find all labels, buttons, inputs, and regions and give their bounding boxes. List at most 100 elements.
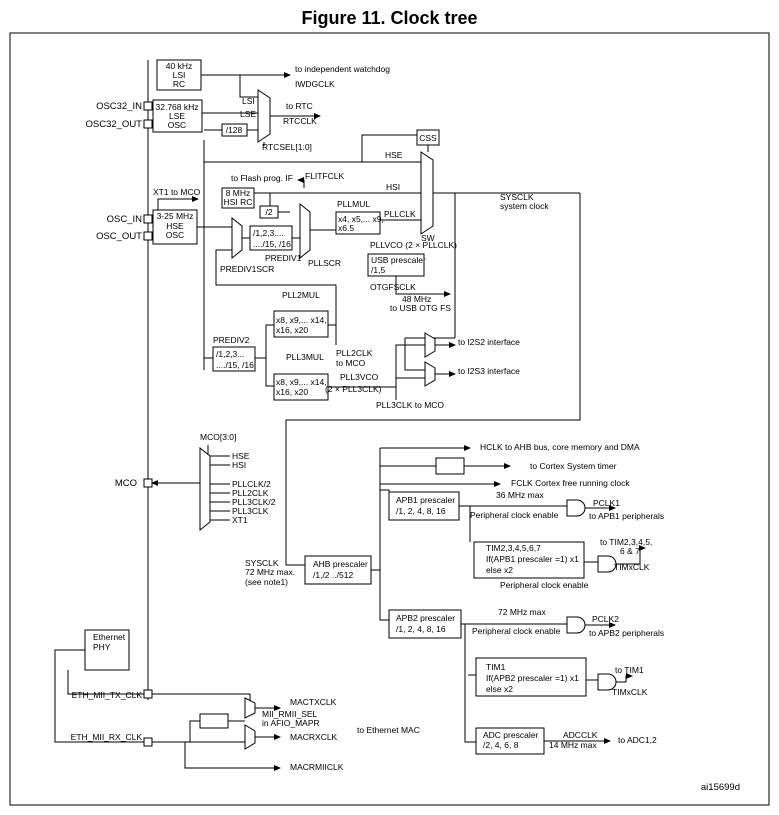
eth-mii-rx-pin xyxy=(143,737,153,747)
label-apb1_box-l1: APB1 prescaler xyxy=(396,495,455,505)
label-pll_box-l1: x4, x5,... x9, xyxy=(338,214,384,224)
wire xyxy=(215,249,336,286)
label-hse-l2: HSE xyxy=(166,221,184,231)
label-hse-l3: OSC xyxy=(166,230,184,240)
label-pins-osc32_in: OSC32_IN xyxy=(96,101,142,112)
label-labels-to_apb2: to APB2 peripherals xyxy=(589,628,664,638)
wire xyxy=(379,570,391,621)
label-eth_phy-l2: PHY xyxy=(93,642,111,652)
apb1-prescaler-box xyxy=(388,491,460,521)
wire xyxy=(297,177,305,188)
label-labels-flitfclk: FLITFCLK xyxy=(305,171,345,181)
pll2mul-box xyxy=(273,310,329,338)
wire xyxy=(265,358,274,387)
label-labels-mco_sel: MCO[3:0] xyxy=(200,432,236,442)
rtc-mux xyxy=(257,89,271,143)
i2s3-mux xyxy=(424,361,436,387)
label-labels-pll2clk: PLL2CLK xyxy=(336,348,373,358)
label-labels-to_apb1: to APB1 peripherals xyxy=(589,511,664,521)
ahb-prescaler-box xyxy=(304,555,372,585)
label-adc_box-l2: /2, 4, 6, 8 xyxy=(483,740,519,750)
label-labels-pll3clk_mco: PLL3CLK to MCO xyxy=(376,400,444,410)
label-labels-rtcsel: RTCSEL[1:0] xyxy=(262,142,312,152)
label-labels-apb1_max: 36 MHz max xyxy=(496,490,544,500)
div8-box xyxy=(435,457,465,475)
label-labels-usb48: 48 MHz xyxy=(402,294,431,304)
sysclk-to-ahb xyxy=(285,193,581,566)
label-labels-sysclk_l2: 72 MHz max. xyxy=(245,567,295,577)
label-hsi-l1: 8 MHz xyxy=(226,188,251,198)
label-pins-osc_out: OSC_OUT xyxy=(96,231,142,242)
label-labels-usb_otg: to USB OTG FS xyxy=(390,303,451,313)
label-labels-timxclk: TIMxCLK xyxy=(614,562,650,572)
label-labels-pll3vco2: (2 × PLL3CLK) xyxy=(325,384,382,394)
osc-in-pin xyxy=(143,214,153,224)
label-hsi-l2: HSI RC xyxy=(224,197,253,207)
label-labels-prediv1: PREDIV1 xyxy=(265,253,302,263)
label-labels-pclk2: PCLK2 xyxy=(592,614,619,624)
label-labels-periph_en: Peripheral clock enable xyxy=(470,510,559,520)
wire xyxy=(204,134,417,163)
prediv2-box xyxy=(212,346,256,372)
label-apb2_box-l2: /1, 2, 4, 8, 16 xyxy=(396,624,446,634)
prediv1scr-mux xyxy=(231,216,243,260)
label-labels-mii_sel1: MII_RMII_SEL xyxy=(262,709,318,719)
label-div128: /128 xyxy=(226,125,243,135)
mco-input-5: PLL3CLK xyxy=(232,506,269,516)
pll3mul-box xyxy=(273,373,329,401)
mco-input-4: PLL3CLK/2 xyxy=(232,497,276,507)
pllscr-mux xyxy=(299,202,311,260)
label-hse-l1: 3-25 MHz xyxy=(157,211,194,221)
label-apb2_box-l1: APB2 prescaler xyxy=(396,613,455,623)
diagram-frame xyxy=(9,32,770,806)
label-labels-tim2_l1: to TIM2,3,4,5, xyxy=(600,537,652,547)
label-usb_box-l1: USB prescaler xyxy=(371,255,426,265)
label-prediv1_box-l1: /1,2,3.... xyxy=(253,228,284,238)
label-pll3_box-l1: x8, x9,... x14, xyxy=(276,377,327,387)
div128-box xyxy=(221,123,248,137)
tim1-timxclk: TIMxCLK xyxy=(612,687,648,697)
apb1-gate xyxy=(566,499,586,517)
label-apb1_box-l2: /1, 2, 4, 8, 16 xyxy=(396,506,446,516)
label-labels-to_eth_mac: to Ethernet MAC xyxy=(357,725,420,735)
label-labels-macrxclk: MACRXCLK xyxy=(290,732,338,742)
label-labels-i2s3: to I2S3 interface xyxy=(458,366,520,376)
label-labels-to_tim1: to TIM1 xyxy=(615,665,644,675)
label-labels-pclk1: PCLK1 xyxy=(593,498,620,508)
label-labels-hsi_bus: HSI xyxy=(386,182,400,192)
label-tim2_box-l1: TIM2,3,4,5,6,7 xyxy=(486,543,541,553)
label-prediv2_box-l2: ..../15, /16 xyxy=(216,360,254,370)
label-lsi-l3: RC xyxy=(173,79,185,89)
label-labels-pll2mul: PLL2MUL xyxy=(282,290,320,300)
label-ahb_box-l1: AHB prescaler xyxy=(313,559,368,569)
label-labels-pllmul: PLLMUL xyxy=(337,199,370,209)
label-tim1_box-l2: If(APB2 prescaler =1) x1 xyxy=(486,673,579,683)
usb-wire xyxy=(395,276,451,297)
label-labels-pllclk: PLLCLK xyxy=(384,209,416,219)
label-labels-hse_bus: HSE xyxy=(385,150,403,160)
label-eth_phy-l1: Ethernet xyxy=(93,632,126,642)
label-pll_box-l2: x6.5 xyxy=(338,223,354,233)
label-usb_box-l2: /1,5 xyxy=(371,265,385,275)
pllmul-box xyxy=(335,211,381,235)
i2s2-mux xyxy=(424,332,436,358)
label-adc_box-l1: ADC prescaler xyxy=(483,730,538,740)
label-tim2_box-l3: else x2 xyxy=(486,565,513,575)
label-labels-hclk: HCLK to AHB bus, core memory and DMA xyxy=(480,442,640,452)
lse-osc-box xyxy=(152,99,203,133)
mco-mux xyxy=(199,446,211,532)
label-labels-mactxclk: MACTXCLK xyxy=(290,697,337,707)
wire xyxy=(616,673,633,683)
figure-title: Figure 11. Clock tree xyxy=(301,8,478,28)
eth-mii-tx-pin xyxy=(143,689,153,699)
wire xyxy=(67,670,148,695)
label-labels-iwdgclk: IWDGCLK xyxy=(295,79,335,89)
label-labels-pll3vco: PLL3VCO xyxy=(340,372,379,382)
label-labels-fclk: FCLK Cortex free running clock xyxy=(511,478,630,488)
label-div2: /2 xyxy=(265,207,272,217)
label-lse-l2: LSE xyxy=(169,111,185,121)
osc32-out-pin xyxy=(143,119,153,129)
mco-pin xyxy=(143,478,153,488)
mactx-mux xyxy=(244,697,256,719)
label-lse-l3: OSC xyxy=(168,120,186,130)
